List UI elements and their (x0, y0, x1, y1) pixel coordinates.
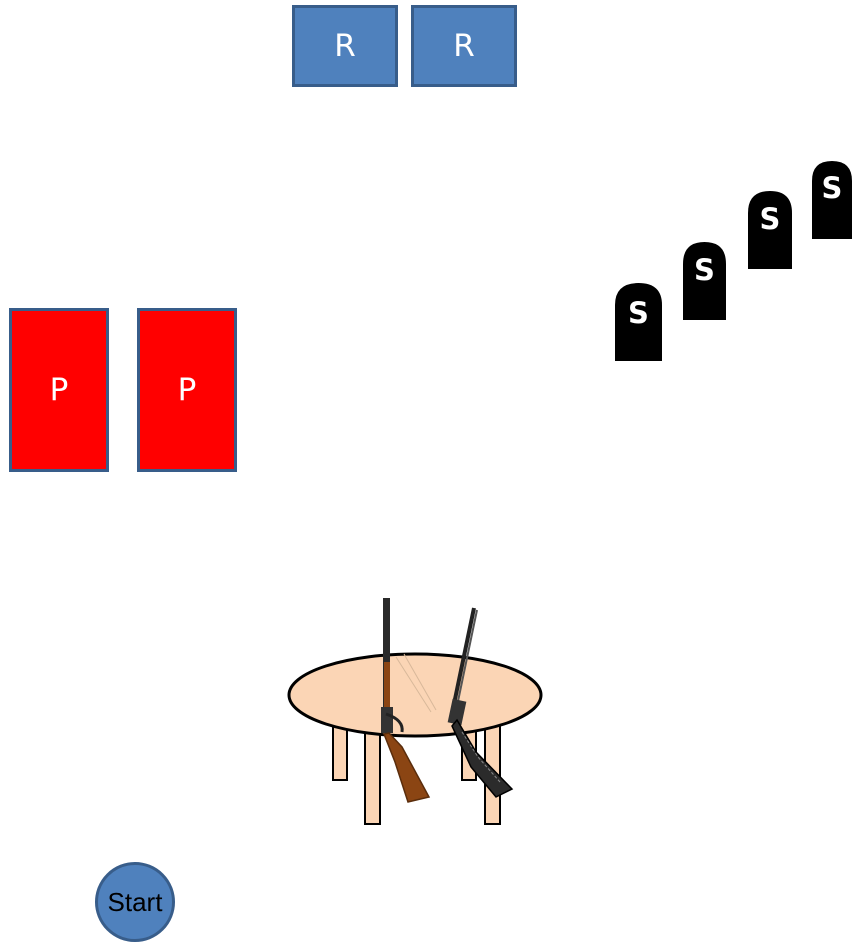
p-box-1-label: P (49, 372, 69, 408)
tombstone-3[interactable]: S (748, 191, 792, 269)
p-box-2[interactable]: P (137, 308, 237, 472)
p-box-1[interactable]: P (9, 308, 109, 472)
start-button-label: Start (107, 886, 163, 917)
tombstone-icon (748, 191, 792, 269)
tombstone-4[interactable]: S (812, 161, 852, 239)
p-box-2-label: P (177, 372, 197, 408)
r-box-2-label: R (453, 28, 475, 64)
tombstone-1[interactable]: S (615, 283, 662, 361)
table-with-rifles (286, 592, 548, 836)
tombstone-2-label: S (694, 253, 715, 287)
tombstone-icon (812, 161, 852, 239)
r-box-1-label: R (334, 28, 356, 64)
tombstone-3-label: S (759, 202, 781, 236)
r-box-2[interactable]: R (411, 5, 517, 87)
r-box-1[interactable]: R (292, 5, 398, 87)
start-button[interactable]: Start (95, 862, 175, 942)
tombstone-1-label: S (628, 296, 649, 330)
shotgun-icon (447, 607, 514, 798)
tombstone-icon (683, 242, 726, 320)
tombstone-2[interactable]: S (683, 242, 726, 320)
round-table-icon (287, 598, 543, 825)
tombstone-4-label: S (821, 171, 843, 205)
tombstone-icon (615, 283, 662, 361)
lever-rifle-icon (381, 598, 437, 803)
